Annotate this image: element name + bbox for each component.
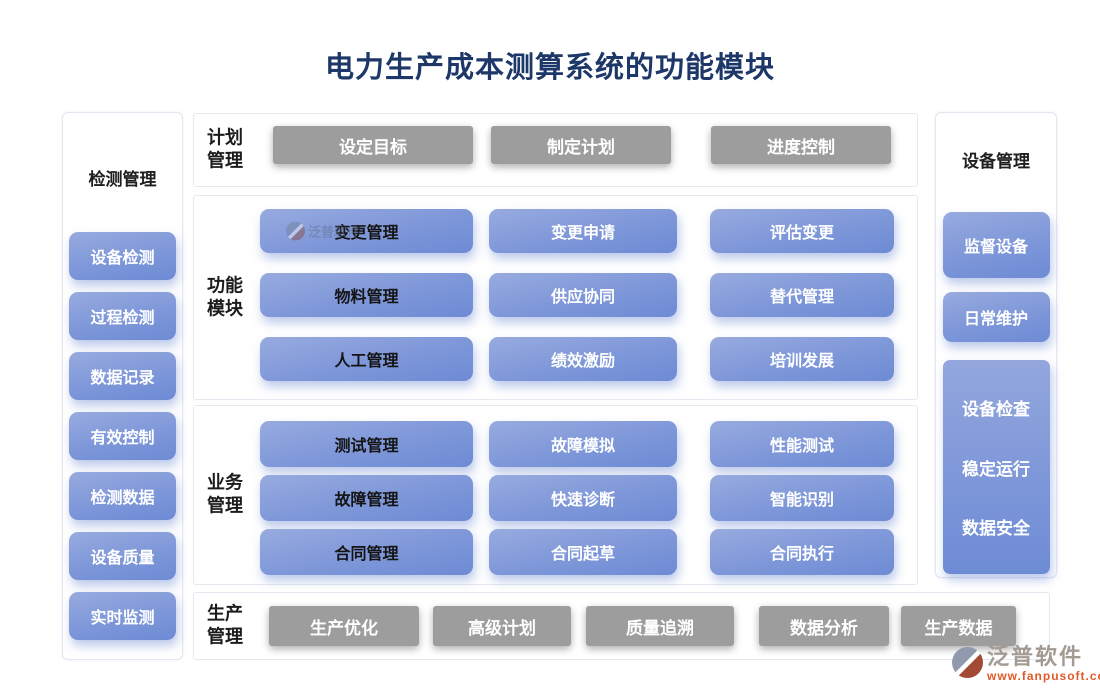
detection-item-data-record[interactable]: 数据记录 <box>69 352 176 400</box>
fanpu-brand-logo: 泛普软件 www.fanpusoft.com <box>952 644 1100 684</box>
business-button-contract-draft[interactable]: 合同起草 <box>489 529 677 575</box>
section-business-label: 业务管理 <box>207 472 243 516</box>
business-button-fault-simulation[interactable]: 故障模拟 <box>489 421 677 467</box>
function-grid-row: 物料管理 供应协同 替代管理 <box>260 273 894 317</box>
detection-item-realtime-monitor[interactable]: 实时监测 <box>69 592 176 640</box>
equipment-group-block[interactable]: 设备检查 稳定运行 数据安全 <box>942 360 1050 574</box>
function-grid-row: 泛普软件 变更管理 变更申请 评估变更 <box>260 209 894 253</box>
panel-detection: 检测管理 设备检测 过程检测 数据记录 有效控制 检测数据 设备质量 实时监测 <box>62 112 183 660</box>
production-button-advanced-plan[interactable]: 高级计划 <box>433 606 571 646</box>
function-button-labor-mgmt[interactable]: 人工管理 <box>260 337 473 381</box>
section-function-label: 功能模块 <box>207 275 243 319</box>
panel-equipment-header: 设备管理 <box>962 152 1030 171</box>
business-button-test-mgmt[interactable]: 测试管理 <box>260 421 473 467</box>
section-function: 功能模块 泛普软件 变更管理 变更申请 评估变更 物料管理 供应协同 替代管理 <box>193 195 918 400</box>
brand-url: www.fanpusoft.com <box>987 669 1100 684</box>
section-plan-label: 计划管理 <box>207 127 243 171</box>
function-button-evaluate-change[interactable]: 评估变更 <box>710 209 894 253</box>
function-button-supply-collab[interactable]: 供应协同 <box>489 273 677 317</box>
detection-item-process-check[interactable]: 过程检测 <box>69 292 176 340</box>
equipment-group-item-stable-run: 稳定运行 <box>962 459 1030 479</box>
production-button-data-analysis[interactable]: 数据分析 <box>759 606 889 646</box>
function-grid-row: 人工管理 绩效激励 培训发展 <box>260 337 894 381</box>
function-button-change-request[interactable]: 变更申请 <box>489 209 677 253</box>
business-button-quick-diagnosis[interactable]: 快速诊断 <box>489 475 677 521</box>
equipment-item-daily-maintenance[interactable]: 日常维护 <box>942 292 1050 342</box>
section-production-label: 生产管理 <box>207 603 243 647</box>
equipment-item-supervise[interactable]: 监督设备 <box>942 212 1050 278</box>
business-button-contract-mgmt[interactable]: 合同管理 <box>260 529 473 575</box>
panel-equipment: 设备管理 监督设备 日常维护 设备检查 稳定运行 数据安全 <box>935 112 1057 578</box>
detection-item-device-check[interactable]: 设备检测 <box>69 232 176 280</box>
business-grid: 测试管理 故障模拟 性能测试 故障管理 快速诊断 智能识别 合同管理 合同起草 … <box>260 421 894 583</box>
business-button-performance-test[interactable]: 性能测试 <box>710 421 894 467</box>
business-button-smart-recognition[interactable]: 智能识别 <box>710 475 894 521</box>
business-grid-row: 合同管理 合同起草 合同执行 <box>260 529 894 575</box>
plan-buttons: 设定目标 制定计划 进度控制 <box>273 126 891 164</box>
fanpu-logo-icon <box>286 221 305 241</box>
plan-button-make-plan[interactable]: 制定计划 <box>491 126 671 164</box>
plan-button-set-goal[interactable]: 设定目标 <box>273 126 473 164</box>
production-button-optimization[interactable]: 生产优化 <box>269 606 419 646</box>
function-button-label: 变更管理 <box>334 225 399 242</box>
business-grid-row: 故障管理 快速诊断 智能识别 <box>260 475 894 521</box>
section-production: 生产管理 生产优化 高级计划 质量追溯 数据分析 生产数据 <box>193 592 1050 660</box>
function-button-substitute-mgmt[interactable]: 替代管理 <box>710 273 894 317</box>
plan-button-progress-control[interactable]: 进度控制 <box>711 126 891 164</box>
detection-item-device-quality[interactable]: 设备质量 <box>69 532 176 580</box>
business-grid-row: 测试管理 故障模拟 性能测试 <box>260 421 894 467</box>
production-button-quality-trace[interactable]: 质量追溯 <box>586 606 734 646</box>
brand-name: 泛普软件 <box>987 644 1084 669</box>
panel-detection-header: 检测管理 <box>88 170 157 189</box>
function-button-training-dev[interactable]: 培训发展 <box>710 337 894 381</box>
function-button-material-mgmt[interactable]: 物料管理 <box>260 273 473 317</box>
function-button-change-mgmt[interactable]: 泛普软件 变更管理 <box>260 209 473 253</box>
equipment-group-item-inspection: 设备检查 <box>962 399 1030 419</box>
fanpu-logo-icon <box>952 647 983 678</box>
function-grid: 泛普软件 变更管理 变更申请 评估变更 物料管理 供应协同 替代管理 人工管理 … <box>260 209 894 401</box>
equipment-group-item-data-safety: 数据安全 <box>962 519 1030 539</box>
section-business: 业务管理 测试管理 故障模拟 性能测试 故障管理 快速诊断 智能识别 合同管理 … <box>193 405 918 585</box>
production-buttons: 生产优化 高级计划 质量追溯 数据分析 生产数据 <box>269 606 1016 646</box>
detection-item-effective-control[interactable]: 有效控制 <box>69 412 176 460</box>
production-button-production-data[interactable]: 生产数据 <box>901 606 1016 646</box>
business-button-contract-execute[interactable]: 合同执行 <box>710 529 894 575</box>
page-title: 电力生产成本测算系统的功能模块 <box>324 52 775 84</box>
detection-item-detection-data[interactable]: 检测数据 <box>69 472 176 520</box>
section-plan: 计划管理 设定目标 制定计划 进度控制 <box>193 113 918 187</box>
business-button-fault-mgmt[interactable]: 故障管理 <box>260 475 473 521</box>
function-button-performance-incentive[interactable]: 绩效激励 <box>489 337 677 381</box>
